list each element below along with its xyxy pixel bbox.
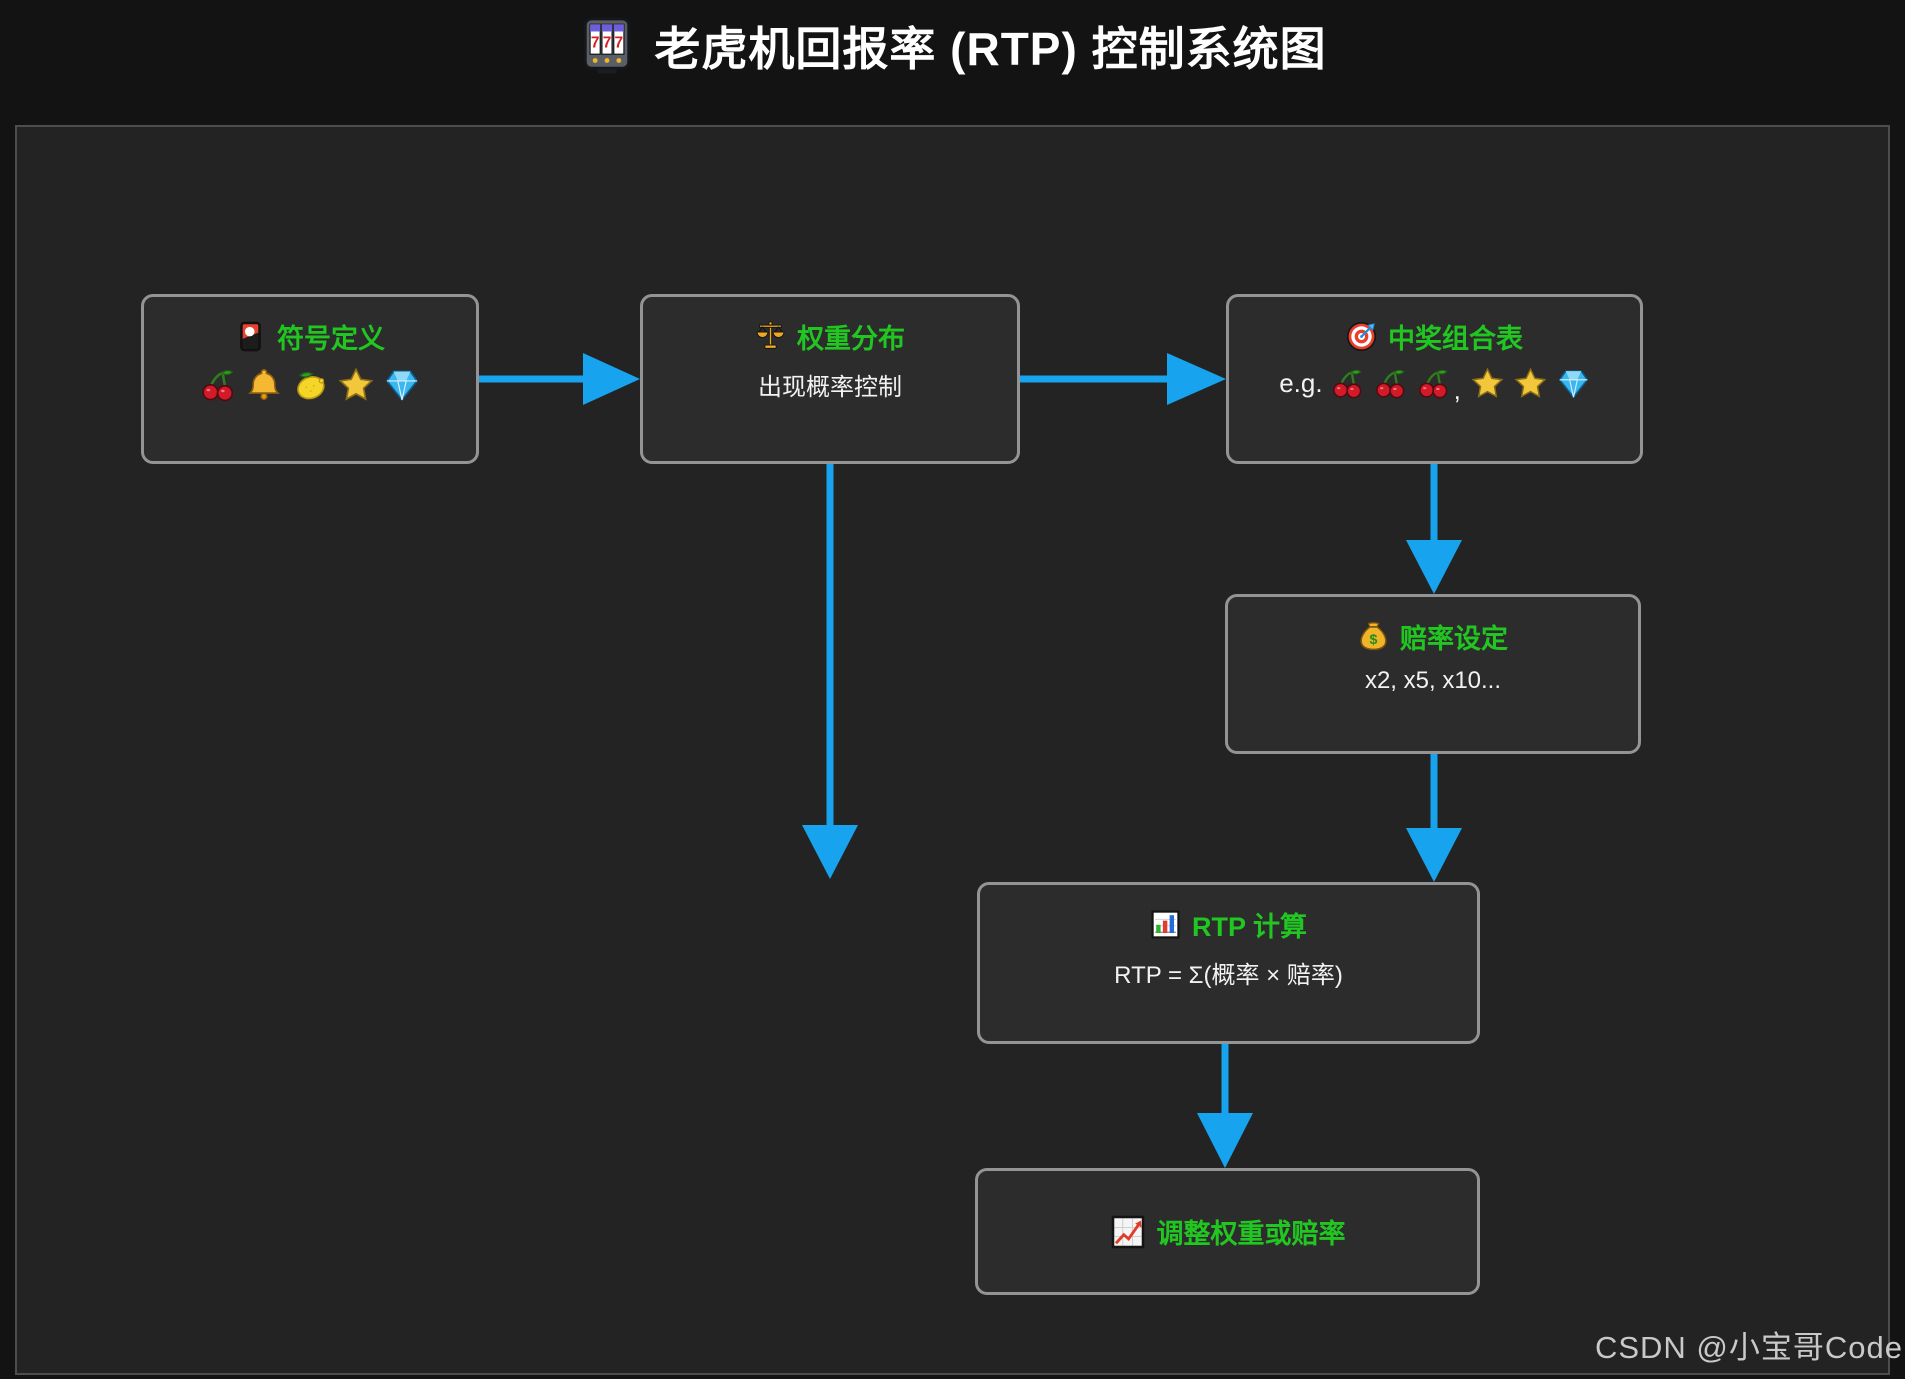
scale-icon (755, 321, 786, 352)
moneybag-icon (1358, 621, 1389, 652)
cherries-icon (1374, 367, 1407, 400)
page-title: 老虎机回报率 (RTP) 控制系统图 (654, 23, 1327, 75)
diagram-title-bar: 老虎机回报率 (RTP) 控制系统图 (0, 0, 1905, 92)
symbol-row (200, 367, 420, 403)
node-title: 权重分布 (797, 324, 905, 354)
gem-icon (384, 367, 420, 403)
diagram-canvas: 符号定义 权重分布 出现概率控制 中奖组合表 e.g. , 赔 (15, 125, 1890, 1375)
node-title: 符号定义 (277, 324, 385, 354)
node-title: 中奖组合表 (1388, 324, 1523, 354)
target-icon (1346, 321, 1377, 352)
node-symbol-definition: 符号定义 (141, 294, 479, 464)
node-title-row: 赔率设定 (1358, 617, 1508, 656)
cherries-icon (200, 367, 236, 403)
flower-card-icon (235, 321, 266, 352)
flower-card-icon (235, 321, 266, 352)
star-icon (338, 367, 374, 403)
star-icon (1514, 367, 1547, 400)
chart-up-icon (1110, 1214, 1146, 1250)
edge-combination-to-payout (1406, 464, 1462, 594)
cherries-icon (1331, 367, 1364, 400)
node-payout-setting: 赔率设定 x2, x5, x10... (1225, 594, 1641, 754)
node-title-row: 符号定义 (235, 317, 385, 356)
node-title-row: RTP 计算 (1150, 905, 1307, 944)
edge-weight-to-combination (1020, 353, 1226, 405)
node-title: 赔率设定 (1400, 624, 1508, 654)
watermark: CSDN @小宝哥Code (1594, 1330, 1903, 1365)
node-title-row: 中奖组合表 (1346, 317, 1523, 356)
node-win-combination-table: 中奖组合表 e.g. , (1226, 294, 1643, 464)
barchart-icon (1150, 909, 1181, 940)
node-title: RTP 计算 (1191, 912, 1307, 942)
node-subtitle: x2, x5, x10... (1364, 667, 1502, 694)
node-title-row: 权重分布 (755, 317, 905, 356)
lemon-icon (292, 367, 328, 403)
bell-icon (246, 367, 282, 403)
edge-rtp-to-adjust (1197, 1044, 1253, 1168)
scale-icon (755, 321, 786, 352)
node-subtitle: 出现概率控制 (758, 374, 902, 401)
node-rtp-calculation: RTP 计算 RTP = Σ(概率 × 赔率) (977, 882, 1480, 1044)
star-icon (1471, 367, 1504, 400)
comma-separator: , (1453, 375, 1461, 405)
barchart-icon (1150, 909, 1181, 940)
edge-symbol-to-weight (479, 353, 640, 405)
node-subtitle: e.g. , (1279, 367, 1590, 405)
node-weight-distribution: 权重分布 出现概率控制 (640, 294, 1020, 464)
combination-row: , (1331, 367, 1590, 405)
cherries-icon (1417, 367, 1450, 400)
moneybag-icon (1358, 621, 1389, 652)
node-subtitle: RTP = Σ(概率 × 赔率) (1114, 962, 1343, 989)
slot-machine-icon (578, 17, 636, 75)
node-title: 调整权重或赔率 (1156, 1219, 1346, 1249)
example-prefix: e.g. (1279, 368, 1323, 398)
node-adjust-weights: 调整权重或赔率 (975, 1168, 1480, 1295)
gem-icon (1557, 367, 1590, 400)
edge-payout-to-rtp (1406, 754, 1462, 882)
node-title-row: 调整权重或赔率 (1110, 1212, 1346, 1251)
chart-up-icon (1110, 1214, 1146, 1250)
target-icon (1346, 321, 1377, 352)
edge-weight-to-rtp (802, 464, 858, 879)
